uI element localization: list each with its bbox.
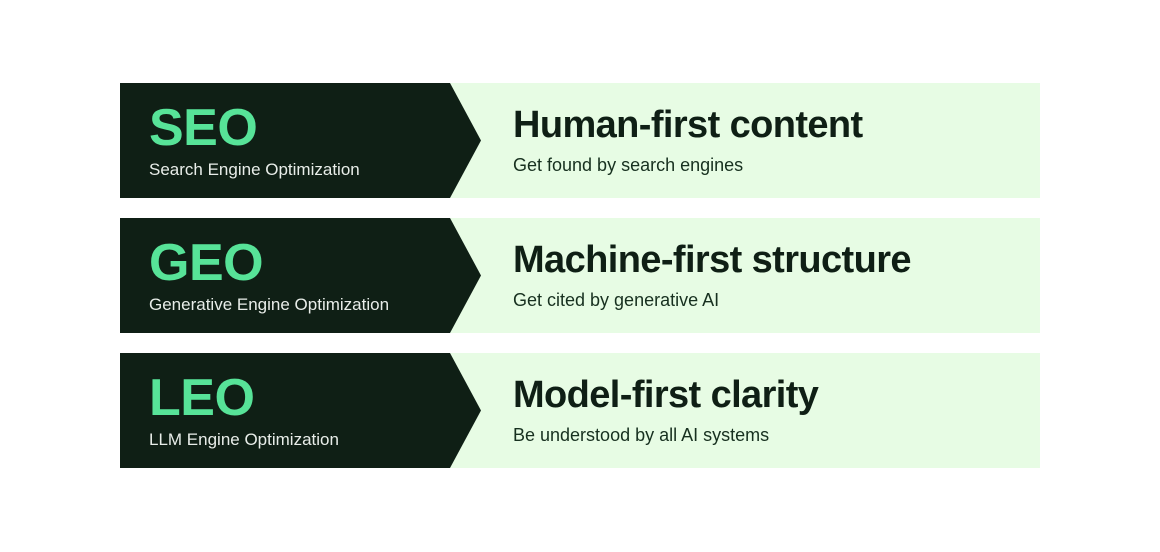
acronym-label: SEO: [149, 98, 258, 157]
acronym-expansion-label: LLM Engine Optimization: [149, 429, 339, 449]
infographic-row: GEO Generative Engine Optimization Machi…: [120, 218, 1040, 333]
row-subline: Get found by search engines: [513, 154, 744, 175]
row-subline: Get cited by generative AI: [513, 289, 720, 310]
infographic-row: SEO Search Engine Optimization Human-fir…: [120, 83, 1040, 198]
detail-panel: Human-first content Get found by search …: [513, 83, 1033, 198]
acronym-content: SEO Search Engine Optimization: [149, 83, 449, 198]
row-headline: Model-first clarity: [513, 373, 819, 416]
detail-panel: Model-first clarity Be understood by all…: [513, 353, 1033, 468]
acronym-chevron-panel: SEO Search Engine Optimization: [120, 83, 481, 198]
detail-panel: Machine-first structure Get cited by gen…: [513, 218, 1033, 333]
row-headline: Human-first content: [513, 103, 863, 146]
acronym-content: GEO Generative Engine Optimization: [149, 218, 449, 333]
acronym-expansion-label: Search Engine Optimization: [149, 159, 360, 179]
acronym-content: LEO LLM Engine Optimization: [149, 353, 449, 468]
seo-geo-leo-infographic: SEO Search Engine Optimization Human-fir…: [120, 83, 1040, 468]
row-headline: Machine-first structure: [513, 238, 912, 281]
row-subline: Be understood by all AI systems: [513, 424, 770, 445]
acronym-chevron-panel: LEO LLM Engine Optimization: [120, 353, 481, 468]
acronym-expansion-label: Generative Engine Optimization: [149, 294, 390, 314]
acronym-label: GEO: [149, 233, 264, 292]
infographic-row: LEO LLM Engine Optimization Model-first …: [120, 353, 1040, 468]
acronym-label: LEO: [149, 368, 255, 427]
acronym-chevron-panel: GEO Generative Engine Optimization: [120, 218, 481, 333]
